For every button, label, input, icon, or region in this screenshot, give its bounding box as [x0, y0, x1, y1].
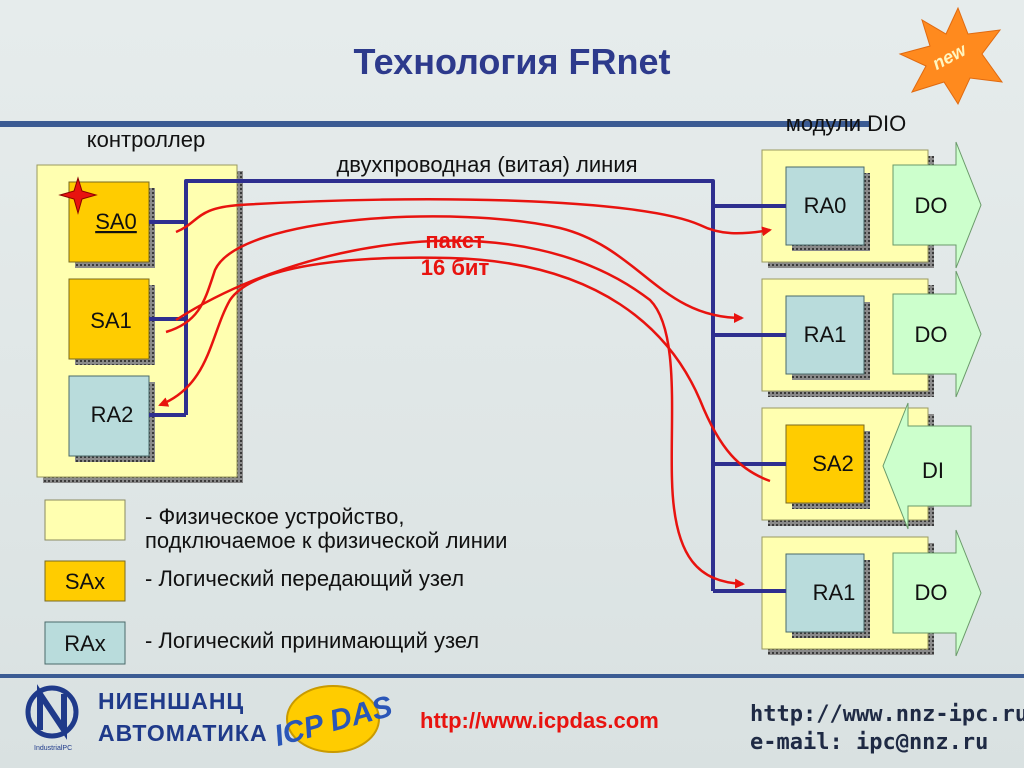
fault-marker [58, 176, 98, 215]
twisted-pair-bus [149, 179, 786, 593]
controller-node-sa1: SA1 [68, 278, 155, 365]
legend-physical-swatch [44, 499, 126, 541]
io-label: DO [915, 580, 948, 605]
ra0-label: RA0 [804, 193, 847, 218]
legend-sender-tag: SAx [65, 569, 105, 594]
ra2-label: RA2 [91, 402, 134, 427]
new-badge: new [898, 6, 1004, 106]
io-label: DI [922, 458, 944, 483]
top-rule [0, 121, 870, 127]
bus-label: двухпроводная (витая) линия [336, 152, 637, 177]
legend-sender-swatch [44, 560, 126, 602]
packet-arrow-sa1-ra1 [165, 215, 744, 334]
input-arrow-icon [882, 402, 972, 530]
legend-receiver-desc: - Логический принимающий узел [145, 628, 479, 653]
logo-mark-icon [25, 685, 79, 739]
packet-arrow-sa0-ra0 [175, 198, 772, 237]
starburst-icon [898, 6, 1004, 106]
ra1-label: RA1 [813, 580, 856, 605]
dio-module-1: RA0 DO [761, 141, 982, 269]
legend-receiver-tag: RAx [64, 631, 106, 656]
company-line1: НИЕНШАНЦ [98, 688, 244, 714]
dio-module-4: RA1 DO [761, 529, 982, 657]
output-arrow-icon [892, 141, 982, 269]
dio-module-2: RA1 DO [761, 270, 982, 398]
controller-node-ra2: RA2 [68, 375, 155, 462]
output-arrow-icon [892, 529, 982, 657]
company-logo: IndustrialPC НИЕНШАНЦ АВТОМАТИКА [25, 684, 268, 752]
output-arrow-icon [892, 270, 982, 398]
packet-arrow-sa1-ra1b [175, 239, 745, 589]
site-url-link[interactable]: http://www.nnz-ipc.ru [750, 702, 1024, 727]
sa1-label: SA1 [90, 308, 132, 333]
legend: - Физическое устройство, подключаемое к … [44, 499, 507, 665]
company-line2: АВТОМАТИКА [98, 720, 268, 746]
dio-module-3: SA2 DI [761, 402, 972, 530]
dio-label: модули DIO [786, 111, 907, 136]
page-title: Технология FRnet [353, 41, 670, 82]
controller-label: контроллер [87, 127, 205, 152]
company-sub: IndustrialPC [34, 745, 72, 752]
io-label: DO [915, 322, 948, 347]
legend-physical-line1: - Физическое устройство, [145, 504, 404, 529]
icpdas-url-link[interactable]: http://www.icpdas.com [420, 708, 659, 733]
io-label: DO [915, 193, 948, 218]
legend-receiver-swatch [44, 621, 126, 665]
legend-sender-desc: - Логический передающий узел [145, 566, 464, 591]
sa0-label: SA0 [95, 209, 137, 234]
email-link[interactable]: e-mail: ipc@nnz.ru [750, 730, 988, 755]
packet-arrow-sa2-ra2 [158, 256, 771, 483]
ra1-label: RA1 [804, 322, 847, 347]
icpdas-logo-icon [286, 685, 380, 753]
controller-node-sa0: SA0 [68, 181, 155, 268]
legend-physical-line2: подключаемое к физической линии [145, 528, 507, 553]
star-icon [58, 176, 98, 215]
bottom-rule [0, 674, 1024, 678]
sa2-label: SA2 [812, 451, 854, 476]
icpdas-logo: ICP DAS [271, 685, 396, 753]
